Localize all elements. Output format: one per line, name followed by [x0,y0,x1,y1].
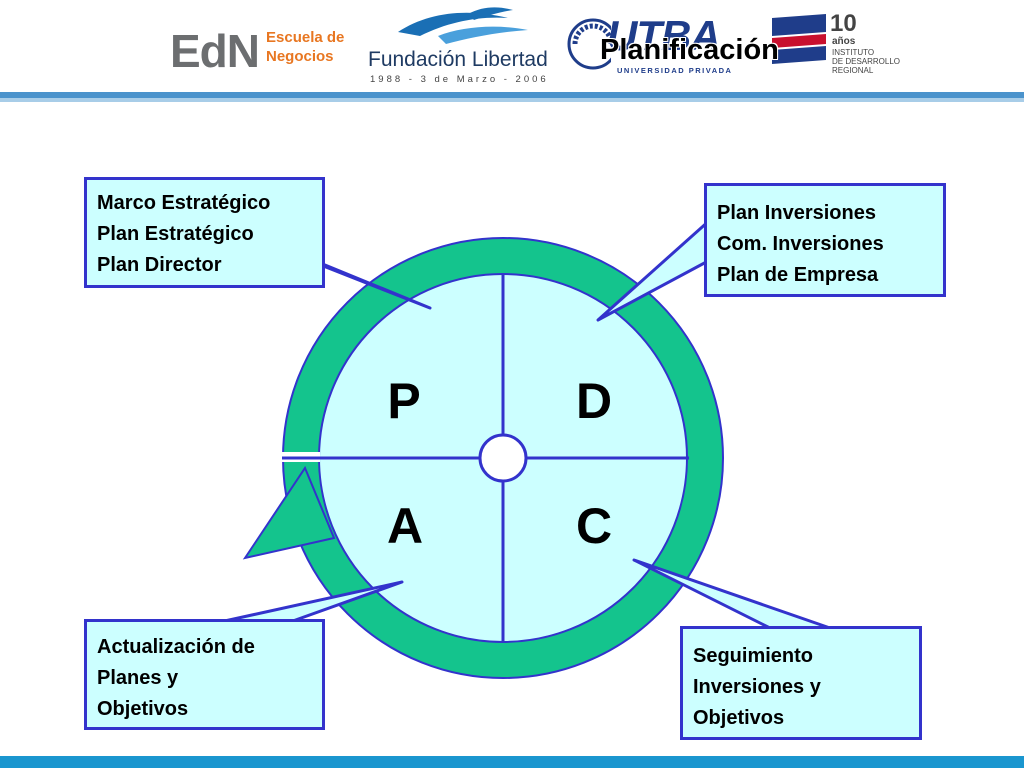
edn-logo: EdN Escuela de Negocios [170,18,360,78]
utba-emblem-icon [567,18,611,70]
callout-plan: Marco Estratégico Plan Estratégico Plan … [84,177,325,288]
utba-logo-subtitle: UNIVERSIDAD PRIVADA [617,66,733,75]
dove-icon [398,7,528,44]
header-rule [0,92,1024,98]
quadrant-letter-c: C [576,498,612,554]
quadrant-letter-a: A [387,498,423,554]
utba-logo: UTBA UNIVERSIDAD PRIVADA [565,12,765,82]
callout-plan-line: Plan Estratégico [97,223,254,245]
callout-check-line: Seguimiento [693,645,814,667]
center-hub [478,433,528,483]
edn-logo-mark: EdN [170,25,260,77]
utba-logo-mark: UTBA [607,12,721,59]
idr-institute-name: INSTITUTO DE DESARROLLO REGIONAL [832,48,901,75]
quadrant-letter-d: D [576,373,612,429]
fundacion-libertad-name: Fundación Libertad [368,48,548,71]
fundacion-libertad-logo: Fundación Libertad 1988 - 3 de Marzo - 2… [368,6,553,88]
callout-plan-line: Marco Estratégico [97,192,271,214]
idr-anniversary-label: años [832,36,856,47]
idr-logo: 10 años INSTITUTO DE DESARROLLO REGIONAL [768,10,908,85]
edn-logo-subtitle: Escuela de Negocios [266,29,345,65]
callout-act-line: Planes y [97,667,179,689]
cycle-arrowhead-icon [242,465,336,560]
callout-do-line: Com. Inversiones [717,233,884,255]
callout-check: Seguimiento Inversiones y Objetivos [680,626,922,740]
callout-act: Actualización de Planes y Objetivos [84,619,325,730]
footer-bar [0,756,1024,768]
callout-act-line: Actualización de [97,636,255,658]
callout-do: Plan Inversiones Com. Inversiones Plan d… [704,183,946,297]
page-title: Planificación [600,34,779,66]
callout-check-line: Objetivos [693,707,785,729]
idr-anniversary-number: 10 [830,10,857,37]
callout-do-line: Plan de Empresa [717,264,879,286]
header: EdN Escuela de Negocios Fundación Libert… [0,0,1024,104]
callout-check-line: Inversiones y [693,676,821,698]
callout-act-line: Objetivos [97,698,189,720]
quadrant-letter-p: P [387,373,420,429]
callout-do-line: Plan Inversiones [717,202,876,224]
callout-plan-line: Plan Director [97,254,222,276]
header-rule-light [0,98,1024,102]
flag-icon [772,14,826,64]
fundacion-libertad-date: 1988 - 3 de Marzo - 2006 [370,74,549,85]
